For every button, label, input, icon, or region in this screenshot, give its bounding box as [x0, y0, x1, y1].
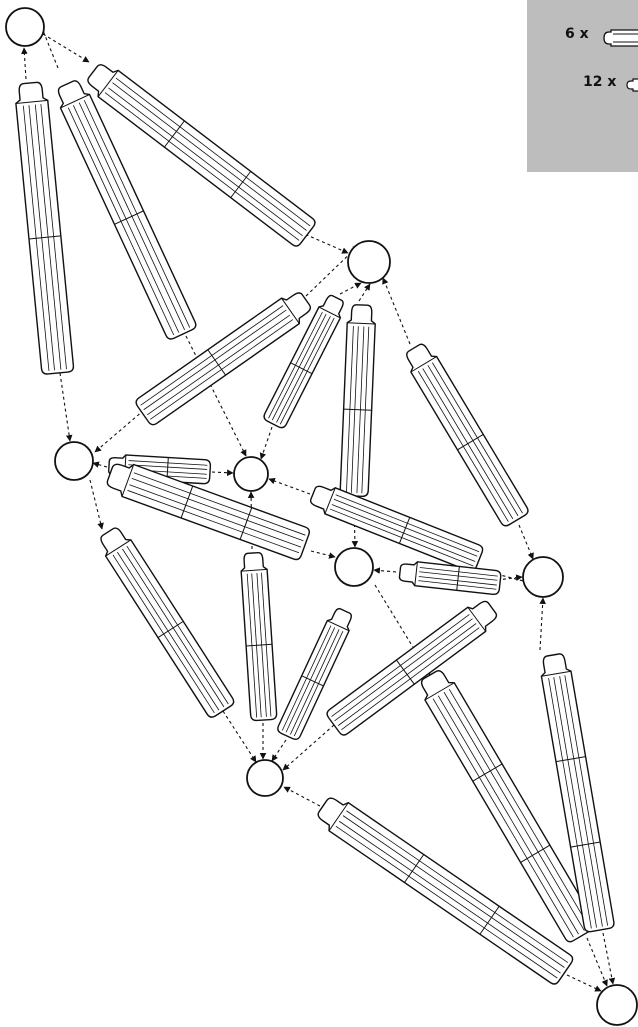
short-rod	[308, 481, 484, 573]
connector-node-d	[234, 457, 268, 491]
connector-line	[212, 472, 233, 473]
connector-node-f	[523, 557, 563, 597]
connector-line	[43, 34, 89, 62]
legend-row-short: 12 x	[583, 74, 616, 90]
connector-node-b	[348, 241, 390, 283]
connector-line	[24, 48, 26, 79]
connector-node-e	[335, 548, 373, 586]
parts-legend: 6 x 12 x	[527, 0, 638, 172]
connector-node-h	[597, 985, 637, 1025]
short-rod	[399, 560, 502, 595]
connector-line	[95, 410, 144, 452]
connector-node-g	[247, 760, 283, 796]
legend-count-short: 12	[583, 74, 602, 90]
connector-line	[540, 598, 543, 650]
connector-line	[359, 284, 370, 301]
connector-line	[60, 373, 70, 441]
long-rod	[14, 81, 74, 374]
legend-multiplier-long: x	[580, 26, 589, 42]
short-rod	[340, 304, 376, 496]
rods	[14, 59, 615, 986]
connector-line	[567, 975, 601, 991]
connector-line	[374, 570, 396, 572]
connector-line	[519, 525, 533, 559]
legend-count-long: 6	[565, 26, 575, 42]
short-rod	[95, 524, 235, 719]
connector-node-a	[6, 8, 44, 46]
connector-line	[269, 479, 310, 494]
connector-line	[93, 463, 107, 467]
connector-line	[587, 938, 607, 986]
long-rod-icon	[601, 28, 638, 48]
connector-line	[272, 740, 286, 761]
connector-line	[603, 933, 613, 984]
connector-line	[90, 480, 102, 529]
connector-line	[284, 787, 320, 806]
short-rod	[240, 552, 277, 721]
connector-node-c	[55, 442, 93, 480]
legend-row-long: 6 x	[565, 26, 589, 42]
connector-line	[261, 427, 272, 459]
connector-line	[383, 278, 410, 344]
legend-multiplier-short: x	[607, 74, 616, 90]
short-rod	[401, 340, 530, 527]
connector-line	[311, 551, 335, 557]
connector-line	[340, 283, 361, 294]
short-rod-icon	[625, 76, 638, 94]
